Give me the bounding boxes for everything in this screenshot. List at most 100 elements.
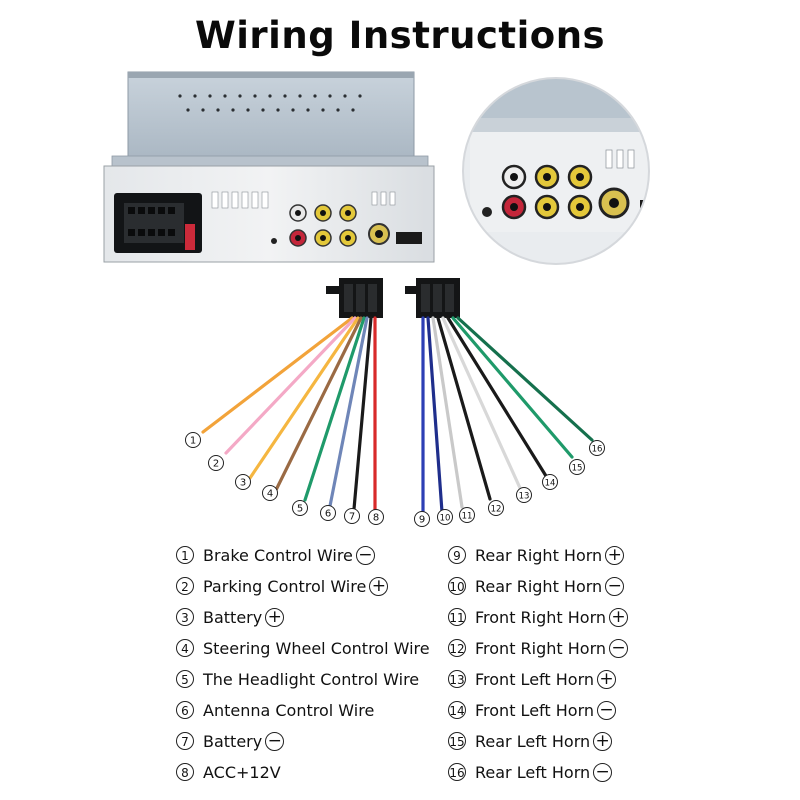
wire-13 bbox=[441, 316, 522, 490]
legend-item-2: 2 Parking Control Wire+ bbox=[176, 572, 389, 600]
legend-number: 13 bbox=[448, 670, 466, 688]
wire-5 bbox=[303, 316, 366, 502]
legend-label: Front Left Horn bbox=[475, 669, 594, 689]
legend-number: 10 bbox=[448, 577, 466, 595]
legend-item-16: 16 Rear Left Horn− bbox=[448, 758, 613, 786]
legend-number: 15 bbox=[448, 732, 466, 750]
wire-callout-7: 7 bbox=[344, 508, 360, 524]
wire-callout-8: 8 bbox=[368, 509, 384, 525]
wire-callout-5: 5 bbox=[292, 500, 308, 516]
wire-16 bbox=[456, 316, 594, 442]
wire-11 bbox=[431, 316, 464, 509]
wire-callout-11: 11 bbox=[459, 507, 475, 523]
plus-icon: + bbox=[369, 576, 389, 596]
legend-number: 2 bbox=[176, 577, 194, 595]
svg-text:8: 8 bbox=[373, 513, 379, 524]
plus-icon: + bbox=[609, 607, 629, 627]
legend-label: Rear Right Horn bbox=[475, 545, 603, 565]
legend-number: 3 bbox=[176, 608, 194, 626]
wire-callout-16: 16 bbox=[589, 440, 605, 456]
wire-lines bbox=[201, 316, 594, 514]
harness-connector-left bbox=[326, 278, 383, 318]
plus-icon: + bbox=[265, 607, 285, 627]
wire-10 bbox=[426, 316, 444, 514]
legend-number: 9 bbox=[448, 546, 466, 564]
legend-label: Parking Control Wire bbox=[203, 576, 367, 596]
wire-callout-6: 6 bbox=[320, 505, 336, 521]
legend-label: Battery bbox=[203, 731, 263, 751]
svg-text:9: 9 bbox=[419, 515, 425, 526]
wire-15 bbox=[451, 316, 574, 459]
minus-icon: − bbox=[605, 576, 625, 596]
legend-number: 8 bbox=[176, 763, 194, 781]
wire-callout-15: 15 bbox=[569, 459, 585, 475]
wire-6 bbox=[328, 316, 369, 508]
legend-number: 1 bbox=[176, 546, 194, 564]
wire-callout-1: 1 bbox=[185, 432, 201, 448]
wire-callout-2: 2 bbox=[208, 455, 224, 471]
legend-item-10: 10 Rear Right Horn− bbox=[448, 572, 625, 600]
wire-callout-9: 9 bbox=[414, 511, 430, 527]
legend-number: 16 bbox=[448, 763, 466, 781]
minus-icon: − bbox=[265, 731, 285, 751]
svg-text:14: 14 bbox=[545, 479, 556, 489]
page-title: Wiring Instructions bbox=[194, 14, 606, 57]
svg-text:10: 10 bbox=[440, 514, 451, 524]
svg-text:15: 15 bbox=[572, 464, 583, 474]
wire-4 bbox=[274, 316, 363, 492]
legend-label: The Headlight Control Wire bbox=[203, 669, 420, 689]
wire-3 bbox=[248, 316, 360, 480]
wire-12 bbox=[436, 316, 492, 501]
wire-1 bbox=[201, 316, 354, 434]
legend-label: ACC+12V bbox=[203, 762, 281, 782]
legend-label: Rear Left Horn bbox=[475, 762, 591, 782]
legend-number: 12 bbox=[448, 639, 466, 657]
rca-zoom-inset bbox=[462, 77, 650, 265]
legend-label: Steering Wheel Control Wire bbox=[203, 638, 430, 658]
svg-text:7: 7 bbox=[349, 512, 355, 523]
legend-number: 14 bbox=[448, 701, 466, 719]
legend-label: Brake Control Wire bbox=[203, 545, 353, 565]
svg-text:6: 6 bbox=[325, 509, 331, 520]
wire-callout-13: 13 bbox=[516, 487, 532, 503]
legend-number: 6 bbox=[176, 701, 194, 719]
minus-icon: − bbox=[597, 700, 616, 720]
minus-icon: − bbox=[609, 638, 629, 658]
minus-icon: − bbox=[355, 545, 375, 565]
plus-icon: + bbox=[605, 545, 625, 565]
minus-icon: − bbox=[593, 762, 613, 782]
legend-item-3: 3 Battery+ bbox=[176, 603, 285, 631]
legend-number: 4 bbox=[176, 639, 194, 657]
legend-item-1: 1 Brake Control Wire− bbox=[176, 541, 375, 569]
svg-text:4: 4 bbox=[267, 489, 273, 500]
wire-callout-3: 3 bbox=[235, 474, 251, 490]
svg-text:1: 1 bbox=[190, 436, 196, 447]
head-unit-image bbox=[103, 71, 435, 263]
harness-connector-right bbox=[405, 278, 460, 318]
legend-item-9: 9 Rear Right Horn+ bbox=[448, 541, 625, 569]
svg-text:11: 11 bbox=[462, 512, 473, 522]
svg-text:13: 13 bbox=[519, 492, 530, 502]
rca-jacks bbox=[289, 204, 390, 247]
legend-label: Battery bbox=[203, 607, 263, 627]
wire-14 bbox=[446, 316, 548, 478]
wire-callout-12: 12 bbox=[488, 500, 504, 516]
legend-item-8: 8 ACC+12V bbox=[176, 758, 281, 786]
wire-callout-10: 10 bbox=[437, 509, 453, 525]
vent-holes bbox=[178, 94, 362, 112]
svg-text:5: 5 bbox=[297, 504, 303, 515]
wire-callout-14: 14 bbox=[542, 474, 558, 490]
legend-label: Rear Right Horn bbox=[475, 576, 603, 596]
plus-icon: + bbox=[593, 731, 613, 751]
legend-item-4: 4 Steering Wheel Control Wire bbox=[176, 634, 430, 662]
